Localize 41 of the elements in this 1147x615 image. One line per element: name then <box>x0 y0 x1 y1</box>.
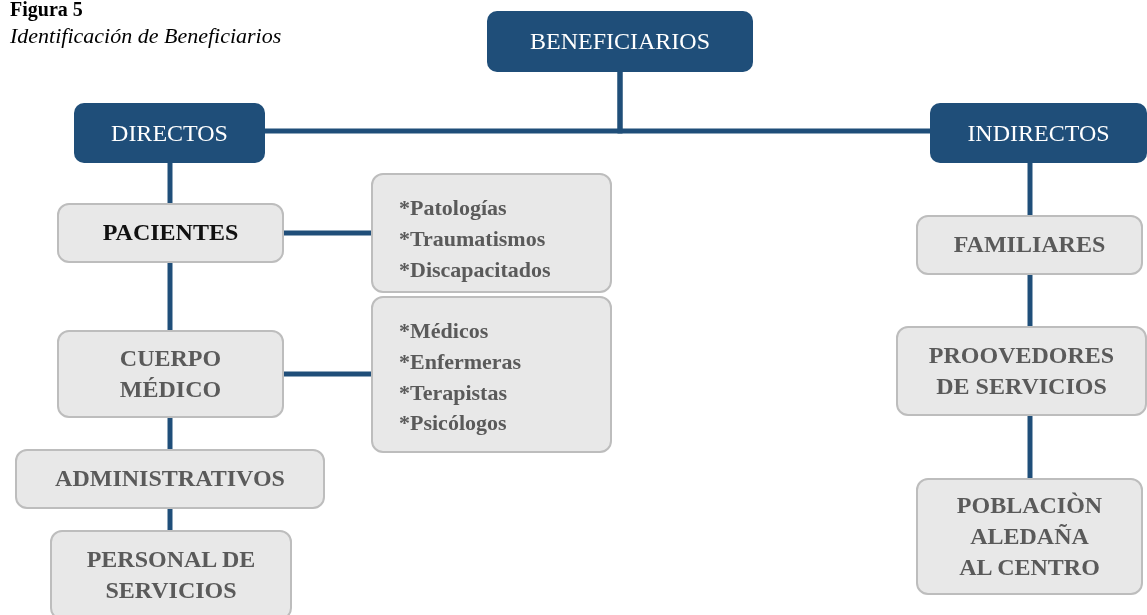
figure-caption: Identificación de Beneficiarios <box>10 23 282 49</box>
box-label: PERSONAL DE SERVICIOS <box>85 544 257 605</box>
connector-line <box>1027 416 1033 478</box>
category-box <box>57 203 284 263</box>
list-item: *Enfermeras <box>399 347 522 376</box>
list-item: *Traumatismos <box>399 224 546 253</box>
box-label: BENEFICIARIOS <box>530 28 710 55</box>
category-box <box>896 326 1147 416</box>
list-item: *Discapacitados <box>399 255 551 284</box>
category-box <box>916 478 1143 595</box>
box-label: PACIENTES <box>102 218 239 248</box>
box-label: INDIRECTOS <box>967 119 1110 147</box>
list-item: *Psicólogos <box>399 409 507 438</box>
connector-line <box>167 509 173 530</box>
box-label: FAMILIARES <box>953 230 1106 260</box>
figure-title: Figura 5 <box>10 0 83 21</box>
category-box <box>487 11 753 72</box>
connector-line <box>284 371 371 377</box>
list-item: *Médicos <box>399 317 489 345</box>
category-box <box>15 449 325 509</box>
connector-line <box>167 163 173 203</box>
category-box <box>57 330 284 418</box>
connector-line <box>167 263 173 330</box>
connector-line <box>167 418 173 449</box>
connector-line <box>617 72 930 134</box>
box-label: DIRECTOS <box>111 119 228 147</box>
category-box <box>50 530 292 615</box>
category-box <box>74 103 265 163</box>
box-label: PROOVEDORES DE SERVICIOS <box>927 340 1116 401</box>
list-item: *Terapistas <box>399 378 507 407</box>
category-box <box>916 215 1143 275</box>
box-label: POBLACIÒN ALEDAÑA AL CENTRO <box>955 490 1104 583</box>
connector-line <box>1027 275 1033 326</box>
box-label: ADMINISTRATIVOS <box>55 464 285 494</box>
connector-line <box>284 230 371 236</box>
box-label: CUERPO MÉDICO <box>118 343 223 404</box>
list-item: *Patologías <box>399 194 507 222</box>
category-box <box>930 103 1147 163</box>
list-box <box>371 173 612 293</box>
connector-line <box>1027 163 1033 215</box>
list-box <box>371 296 612 453</box>
